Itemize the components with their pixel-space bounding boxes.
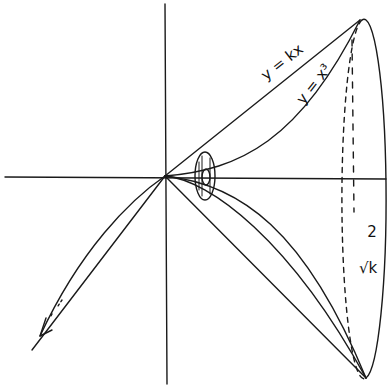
line-kx <box>165 20 360 176</box>
curve-x3 <box>165 20 360 176</box>
washer-outer <box>195 152 215 200</box>
washer-inner <box>202 169 210 185</box>
line-kx-mirror <box>165 176 366 378</box>
line-kx-left <box>32 176 165 350</box>
ellipse-front <box>362 19 386 378</box>
curve-left-mark <box>40 318 52 336</box>
dimension-label: 2 <box>366 224 378 241</box>
dimension-label: √k <box>358 260 378 277</box>
radius-marker <box>352 40 354 212</box>
y-axis <box>165 4 167 384</box>
equation-label: y = kx <box>257 40 307 84</box>
curve-x3-mirror <box>165 176 366 378</box>
curve-left <box>40 176 165 336</box>
curve-lower-inner <box>165 176 366 378</box>
equation-label: y = x³ <box>293 60 335 108</box>
curve-left-dash <box>50 300 62 318</box>
washer-hatch <box>199 156 210 196</box>
ellipse-back <box>342 20 366 379</box>
